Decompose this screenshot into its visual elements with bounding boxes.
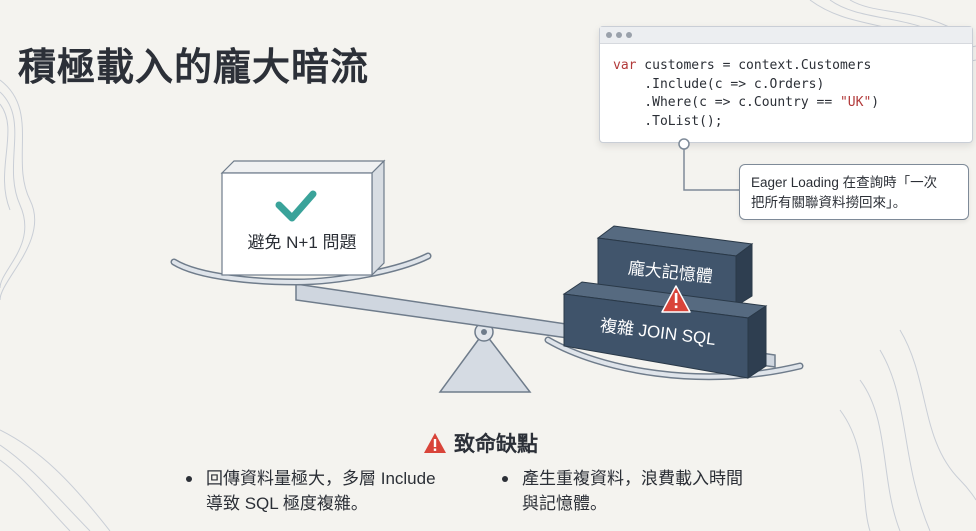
code-line-4: .ToList();	[613, 113, 723, 129]
callout-line-1: Eager Loading 在查詢時「一次	[751, 175, 938, 190]
fulcrum	[438, 322, 532, 393]
window-dot-icon	[626, 32, 632, 38]
code-line-3-end: )	[871, 95, 880, 110]
code-line-3: .Where(c => c.Country ==	[613, 95, 840, 110]
drawbacks-heading: 致命缺點	[423, 428, 538, 458]
drawback-list-left: 回傳資料量極大，多層 Include 導致 SQL 極度複雜。	[182, 466, 482, 516]
drawback-line: 與記憶體。	[522, 494, 607, 513]
light-box-label: 避免 N+1 問題	[247, 233, 357, 252]
code-line-1: customers = context.Customers	[636, 58, 872, 73]
eager-loading-callout: Eager Loading 在查詢時「一次 把所有關聯資料撈回來」。	[739, 164, 969, 220]
block-warning-icon	[661, 285, 691, 313]
code-window: var customers = context.Customers .Inclu…	[599, 26, 973, 143]
drawback-line: 導致 SQL 極度複雜。	[206, 494, 368, 513]
drawback-item: 產生重複資料，浪費載入時間 與記憶體。	[498, 466, 798, 516]
code-block: var customers = context.Customers .Inclu…	[600, 44, 972, 131]
callout-connector	[683, 148, 739, 191]
code-string: "UK"	[839, 95, 872, 110]
drawback-item: 回傳資料量極大，多層 Include 導致 SQL 極度複雜。	[182, 466, 482, 516]
drawbacks-heading-text: 致命缺點	[454, 432, 538, 456]
heavy-block-bottom	[562, 281, 768, 379]
connector-node-icon	[678, 138, 690, 150]
light-box	[220, 159, 386, 277]
warning-icon	[424, 433, 446, 453]
code-keyword: var	[613, 58, 637, 73]
slide-title: 積極載入的龐大暗流	[18, 45, 370, 89]
window-dot-icon	[616, 32, 622, 38]
drawback-list-right: 產生重複資料，浪費載入時間 與記憶體。	[498, 466, 798, 516]
callout-line-2: 把所有關聯資料撈回來」。	[751, 195, 907, 210]
code-line-2: .Include(c => c.Orders)	[613, 76, 825, 92]
check-icon	[275, 190, 317, 222]
drawback-line: 產生重複資料，浪費載入時間	[522, 469, 743, 488]
drawback-line: 回傳資料量極大，多層 Include	[206, 469, 436, 488]
code-window-titlebar	[600, 27, 972, 44]
window-dot-icon	[606, 32, 612, 38]
